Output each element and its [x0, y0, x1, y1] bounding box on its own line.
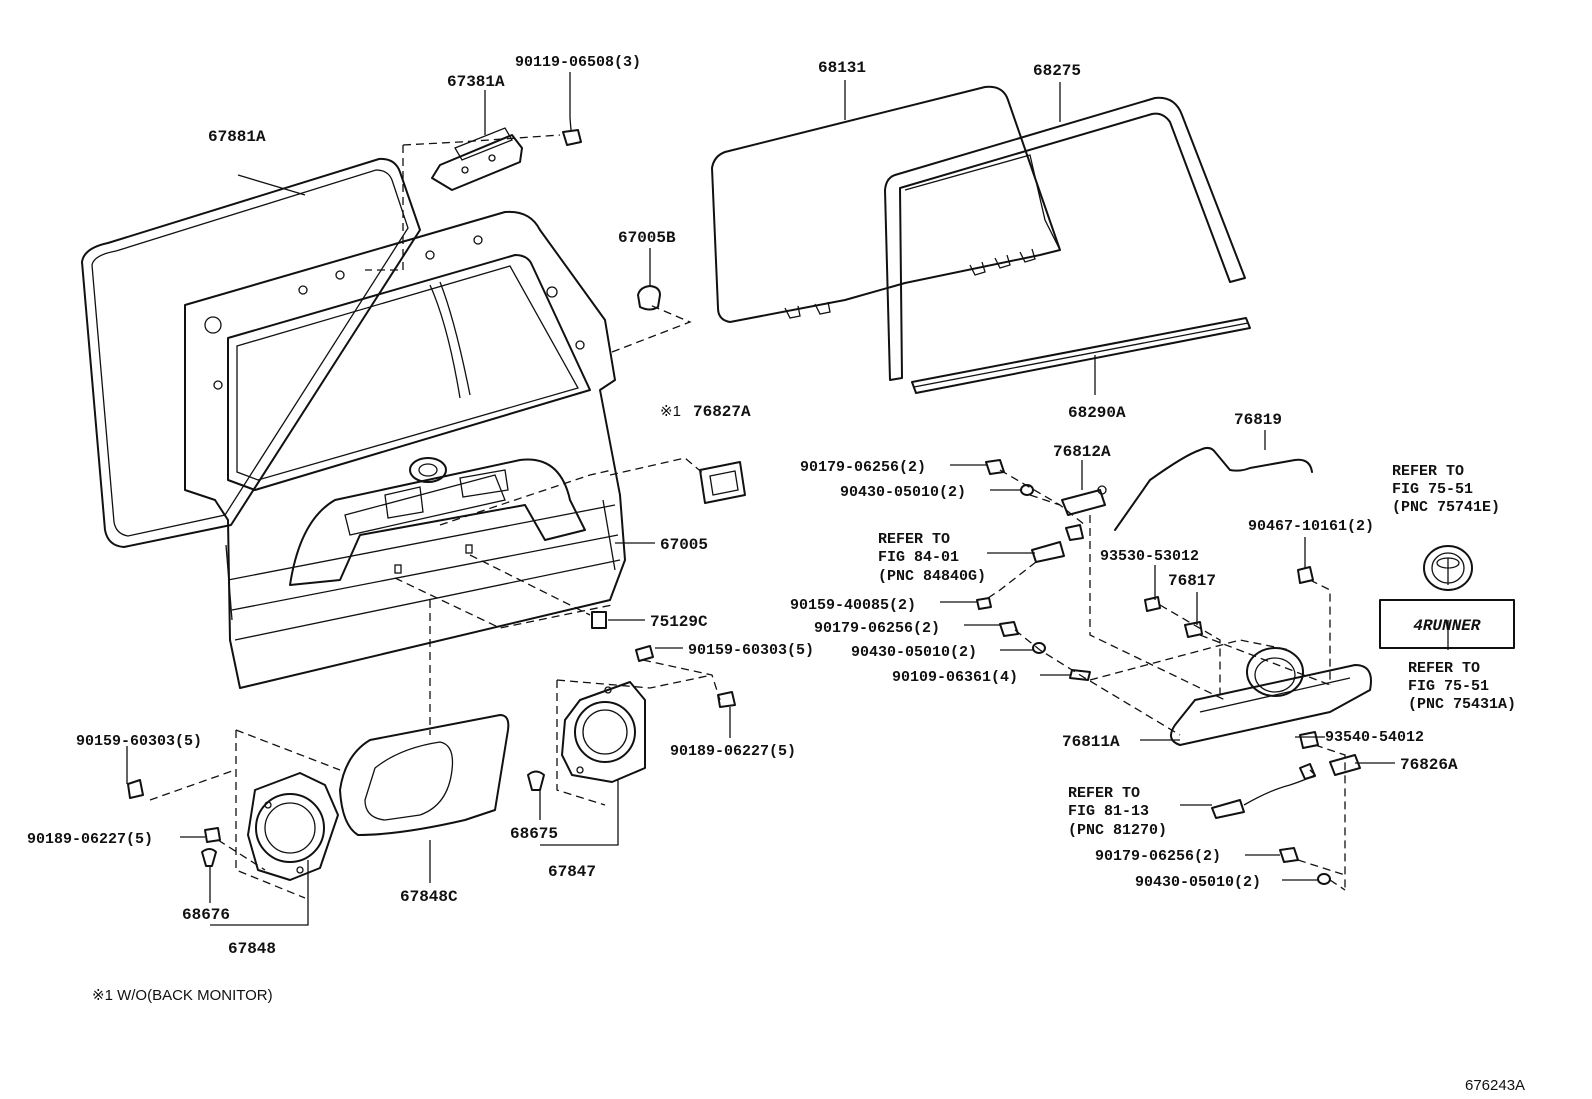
ref-fig-75-51-4runner: REFER TO FIG 75-51 (PNC 75431A): [1408, 660, 1516, 713]
glass-68131: [711, 85, 1061, 323]
emblem-4runner: 4RUNNER: [1379, 599, 1515, 649]
bolt-90119-06508: [562, 117, 582, 146]
speaker-bracket-67848: [247, 772, 339, 881]
label-76811A: 76811A: [1062, 733, 1120, 751]
bracket-76812A: [1061, 485, 1107, 516]
label-68275: 68275: [1033, 62, 1081, 80]
svg-text:REFER TO: REFER TO: [1408, 660, 1480, 677]
label-75129C: 75129C: [650, 613, 708, 631]
label-76827A: 76827A: [693, 403, 751, 421]
svg-text:(PNC 75741E): (PNC 75741E): [1392, 499, 1500, 516]
label-90430-05010-c: 90430-05010(2): [1135, 874, 1261, 891]
trim-67848C: [339, 714, 510, 836]
emblem-toyota: [1423, 545, 1473, 591]
svg-text:REFER TO: REFER TO: [1392, 463, 1464, 480]
part-labels: 67881A 67381A 90119-06508(3) 68131 68275…: [27, 54, 1458, 958]
label-67005B: 67005B: [618, 229, 676, 247]
label-90189-06227-left: 90189-06227(5): [27, 831, 153, 848]
svg-text:FIG 75-51: FIG 75-51: [1408, 678, 1489, 695]
weatherstrip-68275: [884, 96, 1246, 381]
svg-text:(PNC 84840G): (PNC 84840G): [878, 568, 986, 585]
clip-75129C: [591, 611, 607, 629]
svg-text:FIG 81-13: FIG 81-13: [1068, 803, 1149, 820]
label-90159-60303-right: 90159-60303(5): [688, 642, 814, 659]
lamp-84840G: [1031, 524, 1084, 563]
svg-text:FIG 75-51: FIG 75-51: [1392, 481, 1473, 498]
svg-text:REFER TO: REFER TO: [1068, 785, 1140, 802]
footnote: ※1 W/O(BACK MONITOR): [92, 987, 273, 1004]
switch-81270: [1211, 763, 1317, 819]
speaker-bracket-67847: [561, 681, 646, 783]
label-68675: 68675: [510, 825, 558, 843]
svg-text:FIG 84-01: FIG 84-01: [878, 549, 959, 566]
label-67381A: 67381A: [447, 73, 505, 91]
label-67848C: 67848C: [400, 888, 458, 906]
label-90189-06227-right: 90189-06227(5): [670, 743, 796, 760]
ref-fig-81-13: REFER TO FIG 81-13 (PNC 81270): [1068, 785, 1167, 839]
leader-lines: [126, 72, 1449, 926]
hinge-67381A: [431, 127, 523, 191]
emblem-4runner-text: 4RUNNER: [1411, 617, 1482, 635]
label-90109-06361: 90109-06361(4): [892, 669, 1018, 686]
label-67881A: 67881A: [208, 128, 266, 146]
label-90119-06508: 90119-06508(3): [515, 54, 641, 71]
svg-text:(PNC 75431A): (PNC 75431A): [1408, 696, 1516, 713]
label-90179-06256-a: 90179-06256(2): [800, 459, 926, 476]
label-90179-06256-c: 90179-06256(2): [1095, 848, 1221, 865]
dashed-connectors: [149, 134, 1346, 899]
label-68131: 68131: [818, 59, 866, 77]
label-90467-10161: 90467-10161(2): [1248, 518, 1374, 535]
svg-text:(PNC 81270): (PNC 81270): [1068, 822, 1167, 839]
label-90179-06256-b: 90179-06256(2): [814, 620, 940, 637]
label-90159-40085: 90159-40085(2): [790, 597, 916, 614]
label-90430-05010-b: 90430-05010(2): [851, 644, 977, 661]
label-93530-53012: 93530-53012: [1100, 548, 1199, 565]
label-76819: 76819: [1234, 411, 1282, 429]
label-76812A: 76812A: [1053, 443, 1111, 461]
svg-text:REFER TO: REFER TO: [878, 531, 950, 548]
label-76817: 76817: [1168, 572, 1216, 590]
label-68676: 68676: [182, 906, 230, 924]
ref-fig-84-01: REFER TO FIG 84-01 (PNC 84840G): [878, 531, 986, 585]
label-67848: 67848: [228, 940, 276, 958]
label-90159-60303-left: 90159-60303(5): [76, 733, 202, 750]
label-93540-54012: 93540-54012: [1325, 729, 1424, 746]
label-76826A: 76826A: [1400, 756, 1458, 774]
switch-76827A: [699, 461, 746, 504]
label-67005: 67005: [660, 536, 708, 554]
fasteners: [127, 645, 736, 867]
label-68290A: 68290A: [1068, 404, 1126, 422]
back-door-67005: [184, 210, 626, 689]
weatherstrip-68290A: [911, 317, 1251, 394]
wire-76819: [1114, 446, 1313, 531]
figure-id: 676243A: [1465, 1077, 1525, 1094]
label-67847: 67847: [548, 863, 596, 881]
weatherstrip-67881A: [81, 157, 421, 548]
bracket-76826A: [1299, 731, 1361, 776]
note-mark: ※1: [660, 403, 681, 420]
ref-fig-75-51-toyota: REFER TO FIG 75-51 (PNC 75741E): [1392, 463, 1500, 516]
stopper-67005B: [637, 285, 661, 311]
label-90430-05010-a: 90430-05010(2): [840, 484, 966, 501]
